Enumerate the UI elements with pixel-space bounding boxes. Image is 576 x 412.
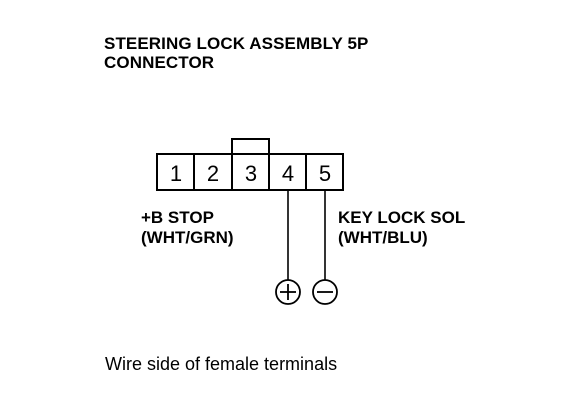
connector-lock-tab	[231, 138, 270, 155]
pin-3-label: 3	[245, 161, 257, 186]
diagram-title: STEERING LOCK ASSEMBLY 5P CONNECTOR	[104, 34, 368, 72]
diagram-caption: Wire side of female terminals	[105, 354, 338, 374]
title-line-1: STEERING LOCK ASSEMBLY 5P	[104, 34, 369, 53]
wire-label-b-stop: +B STOP (WHT/GRN)	[141, 208, 234, 248]
pin-4-label: 4	[282, 161, 294, 186]
pin-2-label: 2	[207, 161, 219, 186]
wire-label-b-stop-color: (WHT/GRN)	[141, 228, 234, 247]
connector-housing	[156, 153, 344, 191]
wire-label-b-stop-name: +B STOP	[141, 208, 214, 227]
pin-5-label: 5	[319, 161, 331, 186]
wire-label-key-lock-sol: KEY LOCK SOL (WHT/BLU)	[338, 208, 465, 248]
pin-1-label: 1	[170, 161, 182, 186]
minus-icon	[312, 279, 338, 305]
wire-label-key-lock-sol-name: KEY LOCK SOL	[338, 208, 466, 227]
wire-label-key-lock-sol-color: (WHT/BLU)	[338, 228, 428, 247]
plus-icon	[275, 279, 301, 305]
title-line-2: CONNECTOR	[104, 53, 215, 72]
